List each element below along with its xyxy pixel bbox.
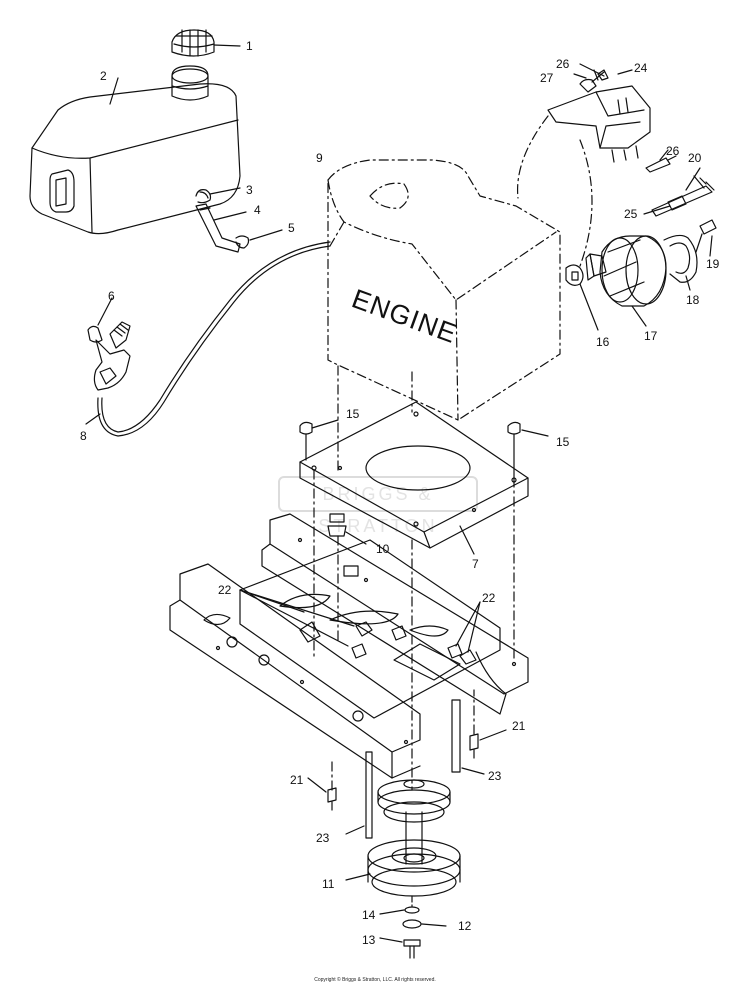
frame-rail-right: [261, 513, 529, 715]
throttle-cable: [85, 241, 331, 437]
copyright-notice: Copyright © Briggs & Stratton, LLC. All …: [314, 977, 436, 983]
callout-16: 16: [596, 335, 610, 349]
callout-17: 17: [644, 329, 658, 343]
callout-22-right: 22: [482, 591, 496, 605]
mounting-bolt-right: [507, 421, 549, 479]
callout-23-left: 23: [316, 831, 330, 845]
callout-4: 4: [254, 203, 261, 217]
fuel-tank: [29, 65, 241, 235]
callout-6: 6: [108, 289, 115, 303]
callout-26-top: 26: [556, 57, 570, 71]
callout-15-left: 15: [346, 407, 360, 421]
callout-7: 7: [472, 557, 479, 571]
throttle-control: [87, 297, 131, 391]
fuel-cap: [171, 29, 241, 57]
pulley-shaft: [405, 811, 423, 865]
callout-9: 9: [316, 151, 323, 165]
air-cleaner: [565, 219, 717, 307]
callout-14: 14: [362, 908, 376, 922]
callout-13: 13: [362, 933, 376, 947]
callout-12: 12: [458, 919, 472, 933]
air-cleaner-bolts: [643, 167, 715, 217]
callout-26-right: 26: [666, 144, 680, 158]
callout-27: 27: [540, 71, 554, 85]
callout-3: 3: [246, 183, 253, 197]
callout-11: 11: [322, 877, 335, 891]
routing-line: [516, 115, 593, 267]
bolts-21-left: [307, 759, 337, 811]
air-cleaner-bracket: [547, 63, 677, 173]
fuel-line-assembly: [195, 187, 283, 253]
frame-rail-left: [169, 563, 421, 779]
alignment-lines: [313, 365, 515, 791]
callout-24: 24: [634, 61, 648, 75]
lower-pulley: [345, 839, 461, 897]
callout-5: 5: [288, 221, 295, 235]
callout-18: 18: [686, 293, 700, 307]
engine-label: ENGINE: [348, 283, 461, 349]
callout-19: 19: [706, 257, 720, 271]
callout-15-right: 15: [556, 435, 570, 449]
nuts-22: [239, 589, 481, 665]
bolt-10: [327, 513, 367, 545]
callout-20: 20: [688, 151, 702, 165]
callout-leaders-upper: [579, 235, 713, 331]
callout-1: 1: [246, 39, 253, 53]
callout-21-left: 21: [290, 773, 304, 787]
cross-member: [239, 539, 501, 719]
callout-22-left: 22: [218, 583, 232, 597]
callouts: 1 2 3 4 5 6 7 8 9 10 11 12 13 14 15 15 1…: [80, 39, 720, 947]
bolts-21-right: [469, 689, 507, 759]
engine-mounting-plate: [299, 401, 529, 555]
callout-25: 25: [624, 207, 638, 221]
callout-21-right: 21: [512, 719, 526, 733]
callout-10: 10: [376, 542, 390, 556]
callout-23-right: 23: [488, 769, 502, 783]
upper-pulley: [377, 779, 451, 823]
callout-2: 2: [100, 69, 107, 83]
engine-block: [327, 159, 561, 421]
callout-8: 8: [80, 429, 87, 443]
spacers-23: [345, 699, 485, 839]
mounting-bolt-left: [299, 419, 339, 461]
hardware-stack: [379, 895, 447, 959]
